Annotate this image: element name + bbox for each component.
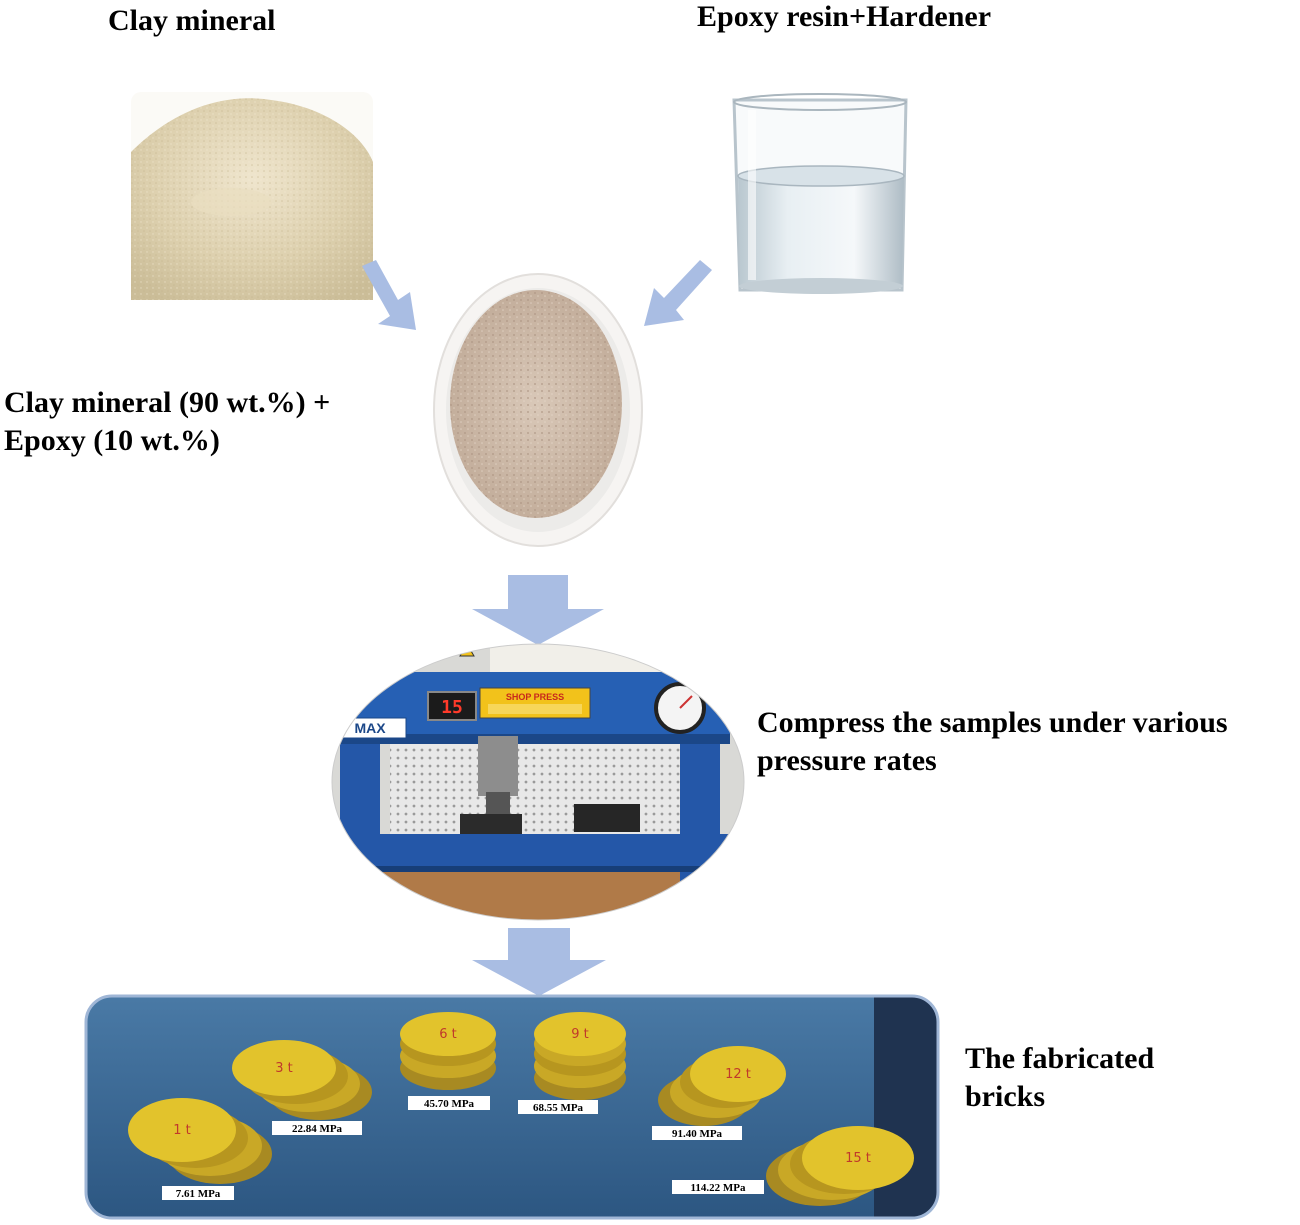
clay-powder-photo [131,92,373,300]
brick-stack-45-70: 6 t 45.70 MPa [400,1012,496,1110]
arrow-epoxy-to-mix [644,260,712,326]
bricks-label-line1: The fabricated [965,1042,1155,1075]
brick-marking-1: 1 t [173,1123,191,1138]
brick-marking-2: 3 t [275,1061,293,1076]
compress-label-line1: Compress the samples under various [757,706,1228,739]
brick-stack-114-22: 15 t 114.22 MPa [672,1126,914,1206]
bricks-label: The fabricated bricks [965,1040,1154,1116]
arrow-mix-to-press [472,575,604,645]
compress-label-line2: pressure rates [757,744,937,777]
brick-marking-5: 12 t [725,1067,751,1082]
press-sign-text: SHOP PRESS [506,692,564,702]
brick-stack-91-40: 12 t 91.40 MPa [652,1046,786,1140]
brick-pressure-3: 45.70 MPa [424,1098,475,1110]
brick-pressure-4: 68.55 MPa [533,1102,584,1114]
hydraulic-press-photo: 15 SHOP PRESS MAX [331,643,745,921]
brick-pressure-1: 7.61 MPa [176,1188,221,1200]
mixture-label: Clay mineral (90 wt.%) + Epoxy (10 wt.%) [4,384,330,460]
mixture-bowl-photo [433,273,643,547]
clay-mineral-title: Clay mineral [108,4,276,37]
press-brand-text: MAX [354,720,386,736]
arrow-clay-to-mix [362,260,416,330]
epoxy-hardener-title: Epoxy resin+Hardener [697,0,992,33]
arrow-press-to-bricks [472,928,606,996]
brick-marking-3: 6 t [439,1027,457,1042]
fabricated-bricks-photo: 1 t 7.61 MPa 3 t 22.84 MPa 6 t 45.70 MPa… [84,994,940,1220]
brick-stack-22-84: 3 t 22.84 MPa [232,1040,372,1135]
brick-marking-6: 15 t [845,1151,871,1166]
epoxy-glass-photo [730,90,942,302]
mixture-label-line2: Epoxy (10 wt.%) [4,424,220,457]
brick-pressure-6: 114.22 MPa [691,1182,746,1194]
brick-pressure-2: 22.84 MPa [292,1123,343,1135]
brick-marking-4: 9 t [571,1027,589,1042]
press-display-value: 15 [441,697,463,718]
compress-label: Compress the samples under various press… [757,704,1228,780]
mixture-label-line1: Clay mineral (90 wt.%) + [4,386,331,419]
brick-pressure-5: 91.40 MPa [672,1128,723,1140]
brick-stack-7-61: 1 t 7.61 MPa [128,1098,272,1200]
brick-stack-68-55: 9 t 68.55 MPa [518,1012,626,1114]
bricks-label-line2: bricks [965,1080,1046,1113]
